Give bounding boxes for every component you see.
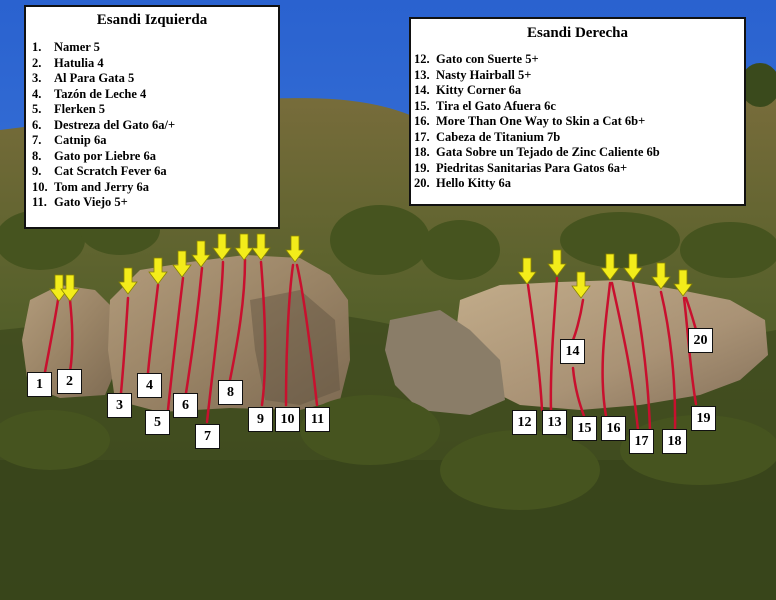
route-line-1 [43,298,60,374]
route-tag-3: 3 [107,393,132,418]
route-line-5 [166,276,185,412]
arrow-4 [148,257,168,285]
rock-shadow [250,290,340,405]
route-item: 1.Namer 5 [32,40,100,54]
arrow-18 [651,262,671,290]
arrow-8 [234,233,254,261]
legend-esandi-derecha: Esandi Derecha 12.Gato con Suerte 5+ 13.… [409,17,746,206]
route-tag-6: 6 [173,393,198,418]
route-tag-8: 8 [218,380,243,405]
route-tag-19: 19 [691,406,716,431]
route-line-8 [228,258,247,382]
route-line-6 [184,266,204,395]
route-tag-10: 10 [275,407,300,432]
arrow-3 [118,267,138,295]
arrow-7 [212,233,232,261]
route-line-16b [610,281,640,432]
route-list: 12.Gato con Suerte 5+ 13.Nasty Hairball … [411,52,744,192]
route-line-3 [119,296,130,395]
route-line-14 [571,298,585,342]
route-item: 15.Tira el Gato Afuera 6c [414,98,556,113]
rock-right-low [385,310,505,415]
route-tag-11: 11 [305,407,330,432]
route-list: 1.Namer 5 2.Hatulia 4 3.Al Para Gata 5 4… [26,40,278,211]
arrow-12 [517,257,537,285]
route-line-2 [68,298,74,374]
route-tag-20: 20 [688,328,713,353]
route-arrows [49,233,693,302]
route-line-16 [601,281,612,418]
route-tag-9: 9 [248,407,273,432]
route-item: 2.Hatulia 4 [32,55,104,70]
tree [740,63,776,107]
route-item: 3.Al Para Gata 5 [32,71,135,85]
route-item: 10.Tom and Jerry 6a [32,179,150,194]
route-item: 13.Nasty Hairball 5+ [414,67,532,82]
route-item: 7.Catnip 6a [32,133,107,147]
legend-title: Esandi Izquierda [96,12,208,28]
route-line-11 [295,263,319,407]
route-tag-14: 14 [560,339,585,364]
arrow-14 [571,271,591,299]
route-line-17 [631,281,652,432]
arrow-9 [251,233,271,261]
arrow-1 [49,274,69,302]
route-tag-17: 17 [629,429,654,454]
foreground-scrub [0,460,776,600]
route-item: 19.Piedritas Sanitarias Para Gatos 6a+ [414,160,628,175]
arrow-16 [600,253,620,281]
arrow-19 [673,269,693,297]
route-item: 9.Cat Scratch Fever 6a [32,164,167,178]
route-line-4 [146,283,160,375]
route-tag-5: 5 [145,410,170,435]
route-line-15 [571,366,586,418]
route-tag-16: 16 [601,416,626,441]
route-lines [43,258,702,432]
route-tag-1: 1 [27,372,52,397]
route-line-18 [659,290,677,432]
route-item: 18.Gata Sobre un Tejado de Zinc Caliente… [414,145,660,159]
route-tag-12: 12 [512,410,537,435]
route-item: 6.Destreza del Gato 6a/+ [32,117,176,132]
arrow-17 [623,253,643,281]
route-line-12 [526,283,544,412]
arrow-13 [547,249,567,277]
route-line-9 [259,260,267,407]
route-item: 20.Hello Kitty 6a [414,176,511,190]
arrow-6 [191,240,211,268]
route-tag-7: 7 [195,424,220,449]
route-item: 8.Gato por Liebre 6a [32,148,156,163]
legend-esandi-izquierda: Esandi Izquierda 1.Namer 5 2.Hatulia 4 3… [24,5,280,229]
route-item: 17.Cabeza de Titanium 7b [414,129,561,144]
route-item: 5.Flerken 5 [32,102,106,116]
arrow-10 [285,235,305,263]
route-line-10 [284,263,295,407]
arrow-5 [172,250,192,278]
legend-title: Esandi Derecha [527,25,628,41]
route-item: 16.More Than One Way to Skin a Cat 6b+ [414,114,646,128]
route-line-13 [549,276,559,412]
route-item: 11.Gato Viejo 5+ [32,195,128,209]
route-tag-15: 15 [572,416,597,441]
route-tag-13: 13 [542,410,567,435]
route-tag-2: 2 [57,369,82,394]
route-item: 12.Gato con Suerte 5+ [414,52,539,66]
route-line-7 [205,260,225,424]
route-item: 4.Tazón de Leche 4 [32,86,147,101]
arrow-2 [60,274,80,302]
route-item: 14.Kitty Corner 6a [414,83,522,97]
route-tag-18: 18 [662,429,687,454]
route-tag-4: 4 [137,373,162,398]
